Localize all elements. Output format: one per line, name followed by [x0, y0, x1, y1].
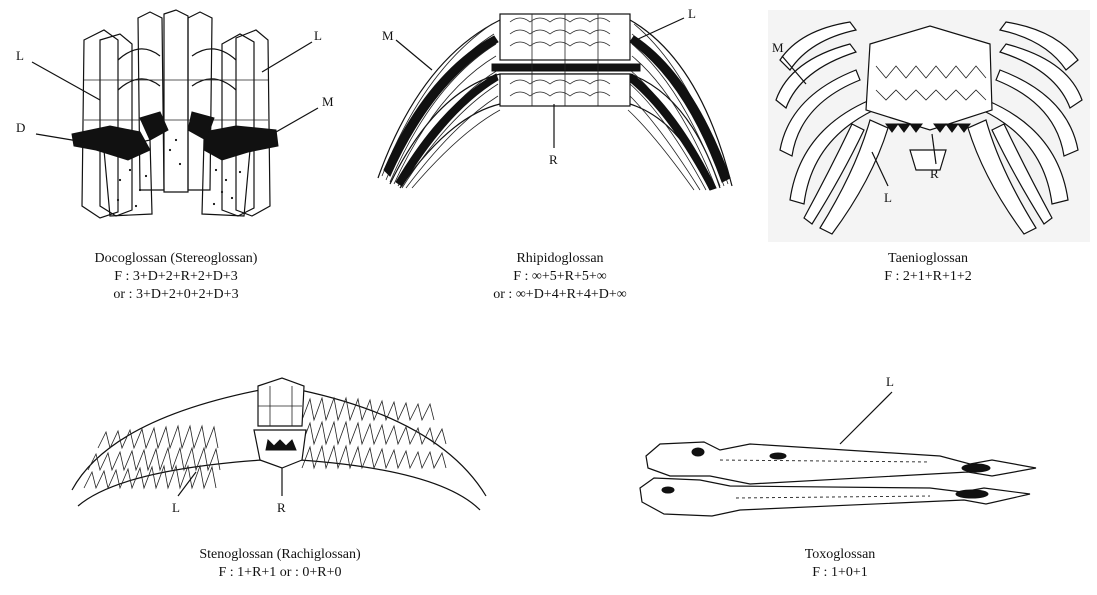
label-D: D [16, 120, 25, 135]
rhipidoglossan-formula-2: or : ∞+D+4+R+4+D+∞ [430, 286, 690, 304]
taenioglossan-panel: M R L Taenioglossan F : 2+1+R+1+2 [760, 0, 1097, 330]
stenoglossan-formula-1: F : 1+R+1 or : 0+R+0 [140, 564, 420, 582]
toxoglossan-name: Toxoglossan [720, 546, 960, 564]
taenioglossan-radula-drawing: M R L [760, 0, 1097, 245]
docoglossan-name: Docoglossan (Stereoglossan) [36, 250, 316, 268]
label-L-left: L [16, 48, 24, 63]
toxoglossan-radula-drawing: L [600, 360, 1097, 530]
rhipidoglossan-name: Rhipidoglossan [430, 250, 690, 268]
docoglossan-formula-1: F : 3+D+2+R+2+D+3 [36, 268, 316, 286]
rhipidoglossan-caption: Rhipidoglossan F : ∞+5+R+5+∞ or : ∞+D+4+… [430, 250, 690, 304]
stenoglossan-caption: Stenoglossan (Rachiglossan) F : 1+R+1 or… [140, 546, 420, 582]
docoglossan-caption: Docoglossan (Stereoglossan) F : 3+D+2+R+… [36, 250, 316, 304]
rhipidoglossan-panel: M L R Rhipidoglossan F : ∞+5+R+5+∞ or : … [360, 0, 760, 330]
label-R: R [549, 152, 558, 167]
taenioglossan-name: Taenioglossan [808, 250, 1048, 268]
stenoglossan-name: Stenoglossan (Rachiglossan) [140, 546, 420, 564]
toxoglossan-panel: L Toxoglossan F : 1+0+1 [600, 360, 1097, 595]
label-L: L [884, 190, 892, 205]
label-L: L [688, 6, 696, 21]
docoglossan-panel: L L M D Docoglossan (Stereoglossan) F : … [0, 0, 360, 330]
stenoglossan-radula-drawing: L R [0, 360, 560, 530]
label-M: M [772, 40, 784, 55]
label-L-right: L [314, 28, 322, 43]
docoglossan-formula-2: or : 3+D+2+0+2+D+3 [36, 286, 316, 304]
taenioglossan-formula-1: F : 2+1+R+1+2 [808, 268, 1048, 286]
rhipidoglossan-formula-1: F : ∞+5+R+5+∞ [430, 268, 690, 286]
toxoglossan-caption: Toxoglossan F : 1+0+1 [720, 546, 960, 582]
label-L: L [172, 500, 180, 515]
label-L: L [886, 374, 894, 389]
label-R: R [277, 500, 286, 515]
stenoglossan-panel: L R Stenoglossan (Rachiglossan) F : 1+R+… [0, 360, 560, 595]
toxoglossan-formula-1: F : 1+0+1 [720, 564, 960, 582]
label-M: M [322, 94, 334, 109]
docoglossan-radula-drawing: L L M D [0, 0, 360, 230]
rhipidoglossan-radula-drawing: M L R [360, 0, 760, 230]
label-R: R [930, 166, 939, 181]
taenioglossan-caption: Taenioglossan F : 2+1+R+1+2 [808, 250, 1048, 286]
label-M: M [382, 28, 394, 43]
